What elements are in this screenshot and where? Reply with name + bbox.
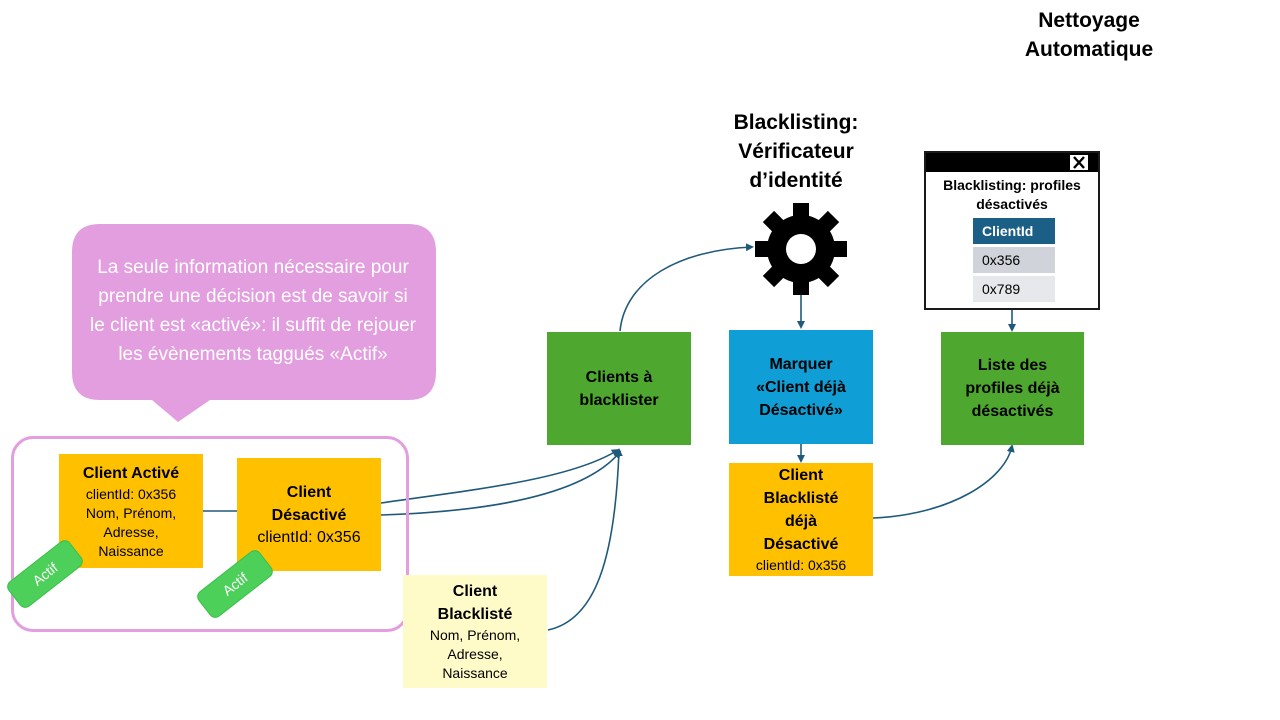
client-blacklisted-title-2: Blacklisté bbox=[437, 606, 513, 623]
client-deactivated-title-2: Désactivé bbox=[271, 506, 347, 524]
profiles-list-line1: Liste des bbox=[977, 357, 1048, 374]
profiles-list-line3: désactivés bbox=[971, 403, 1054, 420]
window-titlebar bbox=[926, 153, 1098, 172]
clients-to-blacklist-line2: blacklister bbox=[579, 391, 659, 409]
client-deactivated-title-1: Client bbox=[286, 483, 332, 501]
mark-line2: «Client déjà bbox=[756, 378, 846, 396]
gear-icon bbox=[755, 203, 847, 295]
table-header: ClientId bbox=[973, 218, 1055, 244]
client-active-line4: Naissance bbox=[98, 542, 164, 559]
title-line-2: Automatique bbox=[1024, 38, 1154, 61]
client-deactivated-id: clientId: 0x356 bbox=[257, 528, 361, 546]
callout-text: La seule information nécessaire pour pre… bbox=[90, 257, 416, 365]
window-title-line2: désactivés bbox=[976, 196, 1048, 212]
blacklisting-title-line-3: d’identité bbox=[749, 168, 843, 192]
arrow-deactivated-to-clients bbox=[380, 448, 620, 504]
callout-bubble-shape bbox=[72, 224, 436, 422]
clients-to-blacklist-line1: Clients à bbox=[585, 368, 653, 386]
deactivated-profiles-list-box: Liste des profiles déjà désactivés bbox=[941, 332, 1084, 445]
mark-line3: Désactivé» bbox=[759, 401, 843, 419]
arrow-blacklisted-to-clients bbox=[547, 448, 623, 631]
client-blacklisted-line1: Nom, Prénom, bbox=[429, 627, 521, 643]
client-active-line2: Nom, Prénom, bbox=[85, 504, 177, 521]
x-icon[interactable] bbox=[1070, 155, 1088, 170]
active-events-frame bbox=[11, 436, 409, 632]
blacklisting-title-line-2: Vérificateur bbox=[738, 139, 854, 163]
automatic-cleanup-title: Nettoyage Automatique bbox=[1010, 6, 1168, 64]
title-line-1: Nettoyage bbox=[1038, 9, 1140, 32]
window-title: Blacklisting: profiles désactivés bbox=[926, 172, 1098, 214]
arrow-clients-to-gear bbox=[619, 243, 754, 332]
blacklisting-title: Blacklisting: Vérificateur d’identité bbox=[716, 107, 876, 195]
blacklisted-deactivated-id: clientId: 0x356 bbox=[755, 557, 847, 573]
arrow-blacklisted-to-list bbox=[872, 444, 1015, 519]
client-deactivated-box: Client Désactivé clientId: 0x356 bbox=[237, 458, 381, 571]
client-blacklisted-title-1: Client bbox=[452, 583, 498, 600]
client-blacklisted-line3: Naissance bbox=[442, 665, 508, 681]
window-title-line1: Blacklisting: profiles bbox=[943, 177, 1081, 193]
blacklisted-deactivated-line3: déjà bbox=[784, 513, 817, 530]
mark-deactivated-box: Marquer «Client déjà Désactivé» bbox=[729, 330, 873, 444]
client-active-line3: Adresse, bbox=[103, 523, 159, 540]
blacklisted-deactivated-line1: Client bbox=[778, 467, 824, 484]
arrow-deactivated-to-clients-2 bbox=[380, 450, 622, 516]
blacklisted-deactivated-line4: Désactivé bbox=[763, 536, 839, 553]
mark-line1: Marquer bbox=[769, 355, 833, 373]
client-active-title: Client Activé bbox=[82, 464, 180, 482]
blacklisted-deactivated-line2: Blacklisté bbox=[763, 490, 839, 507]
table-row: 0x789 bbox=[973, 276, 1055, 302]
client-id-table: ClientId 0x356 0x789 bbox=[973, 218, 1055, 302]
blacklisted-deactivated-box: Client Blacklisté déjà Désactivé clientI… bbox=[729, 463, 873, 576]
client-active-box: Client Activé clientId: 0x356 Nom, Préno… bbox=[59, 454, 203, 568]
table-row: 0x356 bbox=[973, 247, 1055, 273]
profiles-list-line2: profiles déjà bbox=[965, 380, 1060, 397]
client-active-id: clientId: 0x356 bbox=[85, 485, 177, 502]
client-blacklisted-box: Client Blacklisté Nom, Prénom, Adresse, … bbox=[403, 575, 547, 688]
client-blacklisted-line2: Adresse, bbox=[447, 646, 503, 662]
blacklisting-title-line-1: Blacklisting: bbox=[733, 110, 859, 134]
clients-to-blacklist-box: Clients à blacklister bbox=[547, 332, 691, 445]
deactivated-profiles-window: Blacklisting: profiles désactivés Client… bbox=[924, 151, 1100, 310]
